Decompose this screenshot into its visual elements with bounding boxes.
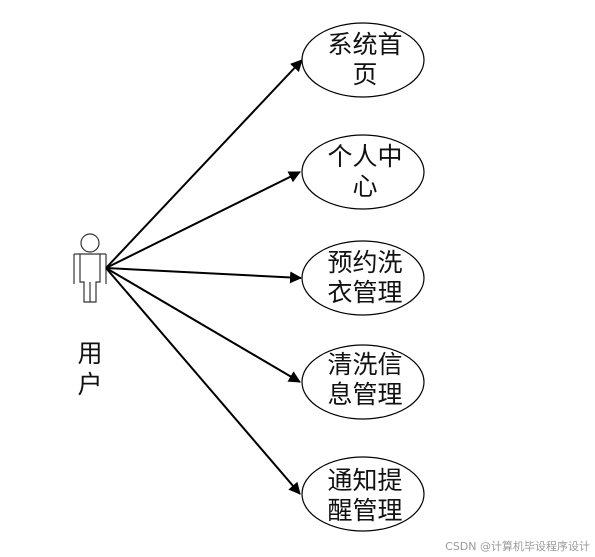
- use-case-home: 系统首 页: [301, 22, 425, 98]
- association-laundry-booking: [105, 267, 302, 284]
- use-case-laundry-booking-ellipse: [301, 240, 425, 316]
- use-case-personal-center-ellipse: [301, 134, 425, 210]
- use-case-notification-line-1: 通知提: [327, 466, 402, 495]
- use-case-personal-center-line-2: 心: [352, 172, 377, 201]
- use-case-cleaning-info-ellipse: [301, 344, 425, 420]
- use-case-notification-ellipse: [301, 456, 425, 532]
- association-home: [105, 59, 303, 269]
- use-case-cleaning-info-line-2: 息管理: [327, 380, 402, 409]
- use-case-personal-center-line-1: 个人中: [327, 142, 402, 171]
- association-personal-center: [105, 171, 301, 269]
- actor-figure: [73, 233, 107, 303]
- use-case-home-line-1: 系统首: [327, 30, 402, 59]
- use-case-notification: 通知提 醒管理: [301, 456, 425, 532]
- association-notification: [105, 267, 301, 495]
- actor-head: [80, 233, 100, 253]
- use-case-laundry-booking-line-1: 预约洗: [327, 248, 402, 277]
- use-case-home-ellipse: [301, 22, 425, 98]
- association-cleaning-info: [105, 267, 301, 383]
- actor-label-line-1: 用: [77, 339, 102, 368]
- use-case-laundry-booking-line-2: 衣管理: [327, 278, 402, 307]
- use-case-notification-line-2: 醒管理: [327, 496, 402, 525]
- use-case-laundry-booking: 预约洗 衣管理: [301, 240, 425, 316]
- use-case-personal-center: 个人中 心: [301, 134, 425, 210]
- watermark: CSDN @计算机毕设程序设计: [445, 539, 590, 553]
- use-case-cleaning-info: 清洗信 息管理: [301, 344, 425, 420]
- associations: [105, 59, 303, 495]
- use-case-cleaning-info-line-1: 清洗信: [327, 350, 402, 379]
- use-case-home-line-2: 页: [352, 60, 377, 89]
- actor-label-line-2: 户: [77, 370, 102, 399]
- actor-body: [79, 253, 101, 303]
